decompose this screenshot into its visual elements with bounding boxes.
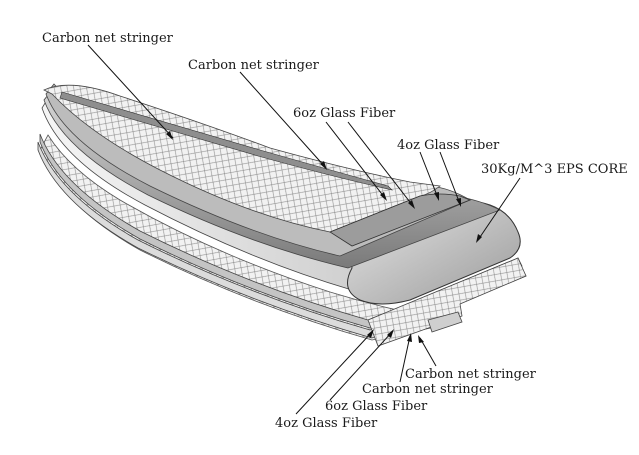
arrowhead-icon	[418, 335, 424, 343]
arrowhead-icon	[407, 333, 412, 342]
callout-labels: Carbon net stringer Carbon net stringer …	[42, 31, 628, 431]
leader-4oz-bottom	[295, 331, 373, 415]
leader-carbon-stringer-1	[87, 44, 174, 139]
arrowhead-icon	[408, 200, 415, 209]
leader-4oz-top	[419, 151, 439, 199]
leader-lines	[87, 44, 521, 415]
leader-4oz-top-b	[439, 151, 461, 205]
arrowhead-icon	[476, 234, 482, 243]
leader-6oz-top	[325, 121, 386, 199]
arrowhead-icon	[367, 329, 374, 338]
leader-6oz-bottom	[329, 331, 393, 401]
label-carbon-net-stringer: Carbon net stringer	[188, 58, 320, 73]
label-carbon-net-stringer: Carbon net stringer	[405, 367, 537, 382]
label-6oz-glass-fiber: 6oz Glass Fiber	[325, 399, 428, 414]
label-carbon-net-stringer: Carbon net stringer	[362, 382, 494, 397]
arrowhead-icon	[456, 198, 461, 207]
bottom-laminate-stack	[37, 133, 527, 347]
bottom-edge-strip	[367, 257, 527, 347]
label-carbon-net-stringer: Carbon net stringer	[42, 31, 174, 46]
arrowhead-icon	[434, 192, 439, 201]
arrowhead-icon	[387, 329, 394, 338]
bottom-stringer-tab	[427, 311, 463, 333]
leader-eps-core	[477, 177, 521, 241]
top-carbon-stringer-strip	[59, 91, 393, 191]
leader-carbon-stringer-2	[239, 71, 327, 169]
arrowhead-icon	[320, 161, 327, 170]
bottom-glass-layer-6oz	[39, 133, 523, 329]
label-4oz-glass-fiber: 4oz Glass Fiber	[275, 416, 378, 431]
top-laminate-stack	[43, 83, 501, 269]
label-6oz-glass-fiber: 6oz Glass Fiber	[293, 106, 396, 121]
leader-carbon-stringer-4	[399, 335, 411, 383]
arrowhead-icon	[380, 192, 387, 201]
label-eps-core: 30Kg/M^3 EPS CORE	[481, 162, 628, 177]
label-4oz-glass-fiber: 4oz Glass Fiber	[397, 138, 500, 153]
top-edge-bands	[329, 193, 472, 247]
arrowhead-icon	[166, 131, 173, 140]
leader-carbon-stringer-3	[419, 337, 437, 367]
leader-6oz-top-b	[347, 121, 414, 207]
